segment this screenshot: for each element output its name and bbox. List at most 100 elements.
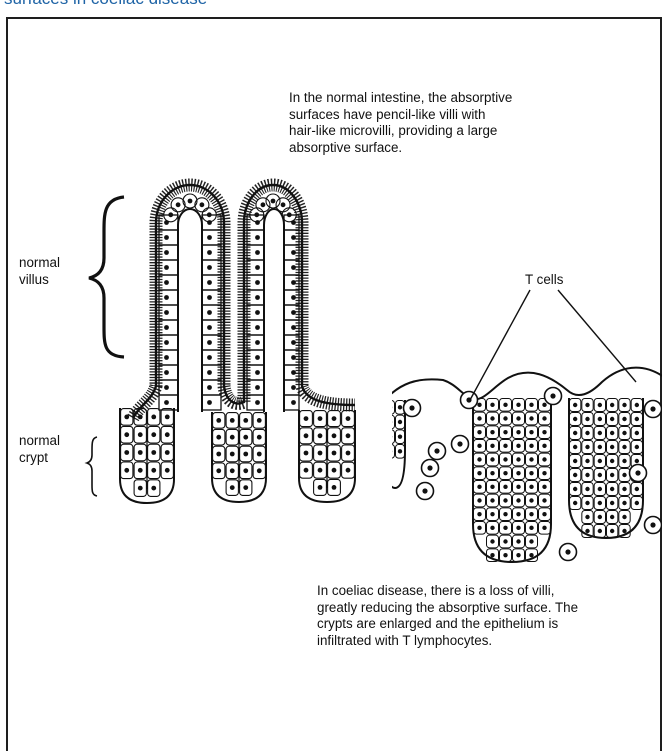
cell-nucleus (188, 199, 193, 204)
cell-nucleus (490, 403, 494, 407)
cell-nucleus (257, 418, 262, 423)
cell-nucleus (291, 310, 296, 315)
cell-nucleus (243, 452, 248, 457)
cell-nucleus (271, 199, 276, 204)
cell-nucleus (490, 526, 494, 530)
cell-nucleus (207, 385, 212, 390)
cell-nucleus (585, 473, 589, 477)
cell-nucleus (585, 529, 589, 533)
cell-nucleus (207, 400, 212, 405)
cell-nucleus (304, 451, 309, 456)
cell-nucleus (598, 529, 602, 533)
cell-nucleus (622, 487, 626, 491)
cell-nucleus (164, 265, 169, 270)
cell-nucleus (598, 403, 602, 407)
cell-nucleus (477, 526, 481, 530)
cell-nucleus (490, 512, 494, 516)
cell-nucleus (255, 235, 260, 240)
cell-nucleus (610, 417, 614, 421)
cell-nucleus (216, 452, 221, 457)
cell-nucleus (230, 452, 235, 457)
cell-nucleus (398, 449, 402, 453)
cell-nucleus (168, 212, 173, 217)
cell-nucleus (516, 471, 520, 475)
cell-nucleus (490, 430, 494, 434)
cell-nucleus (255, 385, 260, 390)
cell-nucleus (207, 280, 212, 285)
cell-nucleus (610, 487, 614, 491)
cell-nucleus (216, 418, 221, 423)
villus-core-outline (264, 209, 284, 412)
normal-intestine-illustration (120, 185, 355, 503)
cell-nucleus (332, 468, 337, 473)
cell-nucleus (255, 400, 260, 405)
cell-nucleus (490, 485, 494, 489)
cell-nucleus (516, 403, 520, 407)
cell-nucleus (318, 451, 323, 456)
cell-nucleus (255, 325, 260, 330)
cell-nucleus (254, 212, 259, 217)
cell-nucleus (598, 445, 602, 449)
cell-nucleus (291, 355, 296, 360)
cell-nucleus (207, 235, 212, 240)
cell-nucleus (388, 420, 392, 424)
cell-nucleus (622, 445, 626, 449)
t-lymphocyte-nucleus (650, 406, 655, 411)
cell-nucleus (257, 452, 262, 457)
cell-nucleus (207, 265, 212, 270)
enlarged-crypts (385, 398, 643, 562)
cell-nucleus (610, 445, 614, 449)
cell-nucleus (622, 515, 626, 519)
cell-nucleus (216, 435, 221, 440)
t-lymphocyte-nucleus (422, 488, 427, 493)
cell-nucleus (585, 487, 589, 491)
cell-nucleus (388, 405, 392, 409)
cell-nucleus (207, 325, 212, 330)
cell-nucleus (529, 512, 533, 516)
cell-nucleus (164, 370, 169, 375)
cell-nucleus (542, 416, 546, 420)
cell-nucleus (398, 434, 402, 438)
cell-nucleus (291, 280, 296, 285)
cell-nucleus (542, 430, 546, 434)
cell-nucleus (477, 457, 481, 461)
cell-nucleus (151, 450, 156, 455)
cell-nucleus (398, 420, 402, 424)
t-lymphocyte-nucleus (550, 393, 555, 398)
cell-nucleus (516, 539, 520, 543)
cell-nucleus (151, 468, 156, 473)
cell-nucleus (503, 430, 507, 434)
cell-nucleus (516, 485, 520, 489)
cell-nucleus (477, 444, 481, 448)
cell-nucleus (151, 415, 156, 420)
cell-nucleus (516, 457, 520, 461)
cell-nucleus (542, 498, 546, 502)
cell-nucleus (529, 444, 533, 448)
cell-nucleus (490, 471, 494, 475)
cell-nucleus (291, 340, 296, 345)
cell-nucleus (573, 459, 577, 463)
cell-nucleus (281, 202, 286, 207)
crypt-cell (386, 430, 395, 444)
cell-nucleus (585, 403, 589, 407)
cell-nucleus (164, 250, 169, 255)
cell-nucleus (332, 433, 337, 438)
cell-nucleus (610, 403, 614, 407)
cell-nucleus (516, 416, 520, 420)
cell-nucleus (490, 444, 494, 448)
normal-crypt-label: normal crypt (19, 433, 60, 466)
cell-nucleus (516, 430, 520, 434)
cell-nucleus (503, 403, 507, 407)
cell-nucleus (164, 280, 169, 285)
villus-core-outline (178, 209, 202, 412)
cell-nucleus (230, 435, 235, 440)
cell-nucleus (573, 403, 577, 407)
cell-nucleus (635, 501, 639, 505)
cell-nucleus (529, 403, 533, 407)
cell-nucleus (503, 553, 507, 557)
cell-nucleus (165, 468, 170, 473)
cell-nucleus (635, 417, 639, 421)
cell-nucleus (304, 416, 309, 421)
normal-intestine-caption: In the normal intestine, the absorptive … (289, 90, 579, 156)
cell-nucleus (138, 468, 143, 473)
